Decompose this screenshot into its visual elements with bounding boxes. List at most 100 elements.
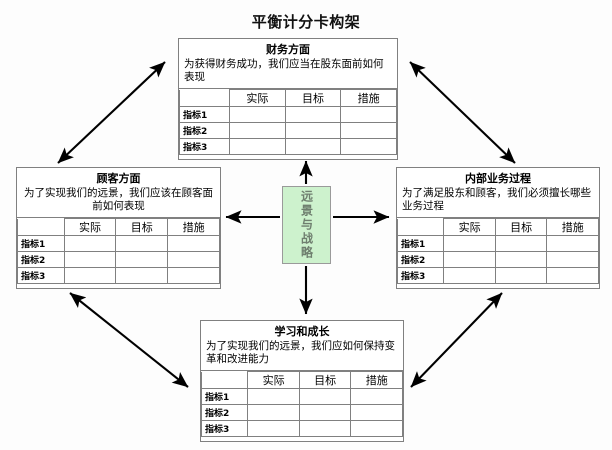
table-row: 指标3 xyxy=(200,420,403,437)
row-label-indicator-1: 指标1 xyxy=(396,235,445,252)
column-header-actual: 实际 xyxy=(247,371,300,389)
cell-measure[interactable] xyxy=(546,235,599,252)
cell-actual[interactable] xyxy=(229,138,286,155)
row-label-indicator-3: 指标3 xyxy=(200,420,249,437)
cell-target[interactable] xyxy=(284,106,342,123)
cell-actual[interactable] xyxy=(63,235,117,252)
row-label-indicator-1: 指标1 xyxy=(200,388,249,405)
cell-measure[interactable] xyxy=(350,388,403,405)
column-header-target: 目标 xyxy=(115,218,169,236)
table-row: 指标2 xyxy=(200,404,403,421)
internal-scorecard-table: 实际 目标 措施 指标1 指标2 指标3 xyxy=(396,218,599,284)
row-label-indicator-2: 指标2 xyxy=(396,251,445,268)
row-label-indicator-1: 指标1 xyxy=(17,235,65,252)
customer-scorecard-table: 实际 目标 措施 指标1 指标2 指标3 xyxy=(17,218,220,284)
cell-actual[interactable] xyxy=(247,404,300,421)
arrow-financial-customer xyxy=(57,61,166,164)
cell-target[interactable] xyxy=(298,404,352,421)
cell-target[interactable] xyxy=(284,122,342,139)
column-header-measure: 措施 xyxy=(350,371,403,389)
cell-measure[interactable] xyxy=(167,235,220,252)
column-header-measure: 措施 xyxy=(546,218,599,236)
cell-measure[interactable] xyxy=(340,138,397,155)
internal-description: 为了满足股东和顾客，我们必须擅长哪些业务过程 xyxy=(402,187,591,212)
column-header-measure: 措施 xyxy=(340,89,397,107)
table-row: 指标2 xyxy=(396,251,599,268)
learning-header: 学习和成长 为了实现我们的远景，我们应如何保持变革和改进能力 xyxy=(201,321,403,371)
row-label-indicator-2: 指标2 xyxy=(179,122,230,139)
cell-actual[interactable] xyxy=(443,235,496,252)
column-header-target: 目标 xyxy=(298,371,352,389)
table-header-row: 实际 目标 措施 xyxy=(179,89,397,107)
vision-and-strategy-box[interactable]: 远景与战略 xyxy=(282,186,331,264)
row-label-indicator-2: 指标2 xyxy=(17,251,65,268)
column-header-measure: 措施 xyxy=(167,218,220,236)
perspective-financial[interactable]: 财务方面 为获得财务成功，我们应当在股东面前如何表现 实际 目标 措施 指标1 xyxy=(178,38,398,160)
cell-actual[interactable] xyxy=(63,267,117,284)
row-label-indicator-2: 指标2 xyxy=(200,404,249,421)
cell-measure[interactable] xyxy=(167,251,220,268)
perspective-customer[interactable]: 顾客方面 为了实现我们的远景，我们应该在顾客面前如何表现 实际 目标 措施 指标… xyxy=(16,167,221,289)
internal-title: 内部业务过程 xyxy=(465,172,531,185)
arrow-customer-learning xyxy=(69,292,189,388)
table-corner-cell xyxy=(396,218,445,236)
table-row: 指标1 xyxy=(17,235,220,252)
learning-scorecard-table: 实际 目标 措施 指标1 指标2 指标3 xyxy=(200,371,403,437)
table-row: 指标3 xyxy=(17,267,220,284)
cell-target[interactable] xyxy=(494,235,548,252)
cell-measure[interactable] xyxy=(350,420,403,437)
cell-measure[interactable] xyxy=(546,251,599,268)
cell-target[interactable] xyxy=(494,251,548,268)
financial-description: 为获得财务成功，我们应当在股东面前如何表现 xyxy=(184,58,384,83)
cell-target[interactable] xyxy=(284,138,342,155)
perspective-learning-growth[interactable]: 学习和成长 为了实现我们的远景，我们应如何保持变革和改进能力 实际 目标 措施 … xyxy=(200,320,404,442)
financial-header: 财务方面 为获得财务成功，我们应当在股东面前如何表现 xyxy=(179,39,397,89)
table-row: 指标3 xyxy=(396,267,599,284)
table-corner-cell xyxy=(179,89,230,107)
cell-actual[interactable] xyxy=(229,106,286,123)
cell-measure[interactable] xyxy=(167,267,220,284)
cell-target[interactable] xyxy=(115,235,169,252)
cell-actual[interactable] xyxy=(247,388,300,405)
cell-target[interactable] xyxy=(115,267,169,284)
table-header-row: 实际 目标 措施 xyxy=(200,371,403,389)
cell-measure[interactable] xyxy=(340,106,397,123)
column-header-actual: 实际 xyxy=(443,218,496,236)
cell-actual[interactable] xyxy=(443,267,496,284)
cell-measure[interactable] xyxy=(340,122,397,139)
column-header-target: 目标 xyxy=(494,218,548,236)
cell-measure[interactable] xyxy=(350,404,403,421)
vision-and-strategy-label: 远景与战略 xyxy=(299,190,314,260)
cell-target[interactable] xyxy=(298,420,352,437)
financial-title: 财务方面 xyxy=(266,43,310,56)
column-header-actual: 实际 xyxy=(229,89,286,107)
row-label-indicator-1: 指标1 xyxy=(179,106,230,123)
row-label-indicator-3: 指标3 xyxy=(396,267,445,284)
customer-description: 为了实现我们的远景，我们应该在顾客面前如何表现 xyxy=(24,187,213,212)
arrow-financial-internal xyxy=(409,61,516,164)
table-row: 指标1 xyxy=(200,388,403,405)
cell-target[interactable] xyxy=(494,267,548,284)
cell-actual[interactable] xyxy=(229,122,286,139)
table-row: 指标2 xyxy=(17,251,220,268)
cell-target[interactable] xyxy=(115,251,169,268)
table-corner-cell xyxy=(17,218,65,236)
table-row: 指标2 xyxy=(179,122,397,139)
table-header-row: 实际 目标 措施 xyxy=(17,218,220,236)
column-header-target: 目标 xyxy=(284,89,342,107)
page-title: 平衡计分卡构架 xyxy=(251,13,361,31)
table-row: 指标1 xyxy=(179,106,397,123)
customer-header: 顾客方面 为了实现我们的远景，我们应该在顾客面前如何表现 xyxy=(17,168,220,218)
learning-title: 学习和成长 xyxy=(274,325,330,338)
arrow-internal-learning xyxy=(410,292,503,388)
perspective-internal-process[interactable]: 内部业务过程 为了满足股东和顾客，我们必须擅长哪些业务过程 实际 目标 措施 指… xyxy=(396,167,600,289)
row-label-indicator-3: 指标3 xyxy=(17,267,65,284)
customer-title: 顾客方面 xyxy=(96,172,141,185)
cell-actual[interactable] xyxy=(63,251,117,268)
table-header-row: 实际 目标 措施 xyxy=(396,218,599,236)
cell-actual[interactable] xyxy=(247,420,300,437)
cell-actual[interactable] xyxy=(443,251,496,268)
cell-target[interactable] xyxy=(298,388,352,405)
cell-measure[interactable] xyxy=(546,267,599,284)
